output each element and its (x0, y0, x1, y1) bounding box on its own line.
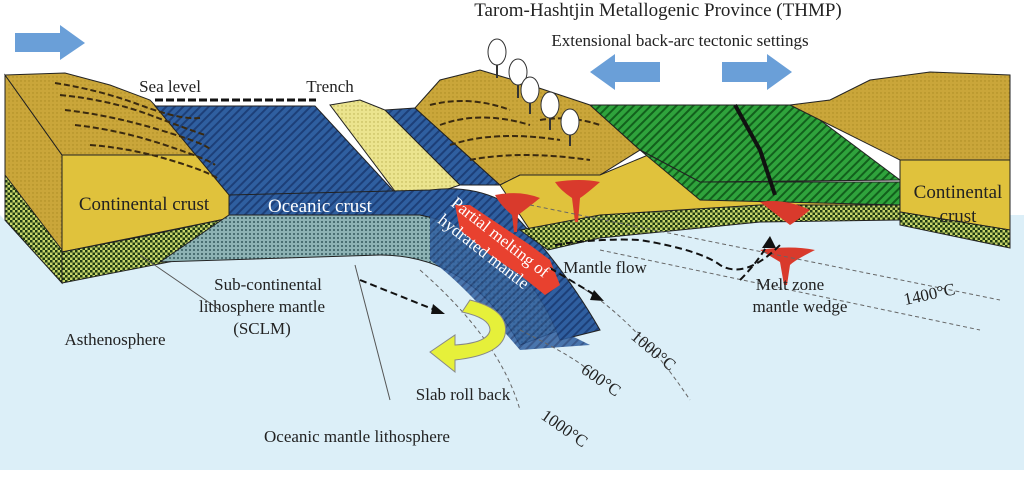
slab-tip (430, 215, 590, 350)
label-sclm-3: (SCLM) (233, 319, 291, 338)
leader-lines (139, 254, 391, 401)
label-continental-crust-left: Continental crust (79, 194, 210, 215)
label-sea-level: Sea level (139, 77, 201, 96)
label-slab-roll-back: Slab roll back (416, 385, 511, 404)
diagram-subtitle: Extensional back-arc tectonic settings (551, 31, 808, 50)
label-asthenosphere: Asthenosphere (64, 330, 165, 349)
back-arc-top (588, 104, 902, 183)
label-melt-zone: Melt zone (756, 275, 824, 294)
label-sclm-2: lithosphere mantle (199, 297, 325, 316)
label-mantle-flow: Mantle flow (563, 258, 647, 277)
arrowheads (431, 236, 776, 314)
arrow-right-icon (722, 54, 792, 90)
right-continent-lith (899, 211, 1011, 249)
diagram-title: Tarom-Hashtjin Metallogenic Province (TH… (474, 0, 842, 21)
rift-fault (733, 104, 777, 196)
arrow-left-icon (590, 54, 660, 90)
label-oceanic-crust: Oceanic crust (268, 196, 373, 217)
label-sclm-1: Sub-continental (214, 275, 322, 294)
arrow-right-icon (15, 25, 85, 60)
isotherm-lines (419, 204, 1001, 411)
label-continental-right-2: crust (940, 206, 978, 227)
label-trench: Trench (306, 77, 354, 96)
label-oceanic-mantle-lithosphere: Oceanic mantle lithosphere (264, 427, 450, 446)
partial-melt-zone (455, 205, 560, 295)
label-continental-right-1: Continental (914, 182, 1003, 203)
tree-icons (487, 38, 580, 146)
magma-chambers (495, 180, 815, 285)
label-mantle-wedge: mantle wedge (753, 297, 848, 316)
plate-motion-arrows (15, 25, 792, 90)
slab-roll-back-arrow (429, 299, 507, 374)
